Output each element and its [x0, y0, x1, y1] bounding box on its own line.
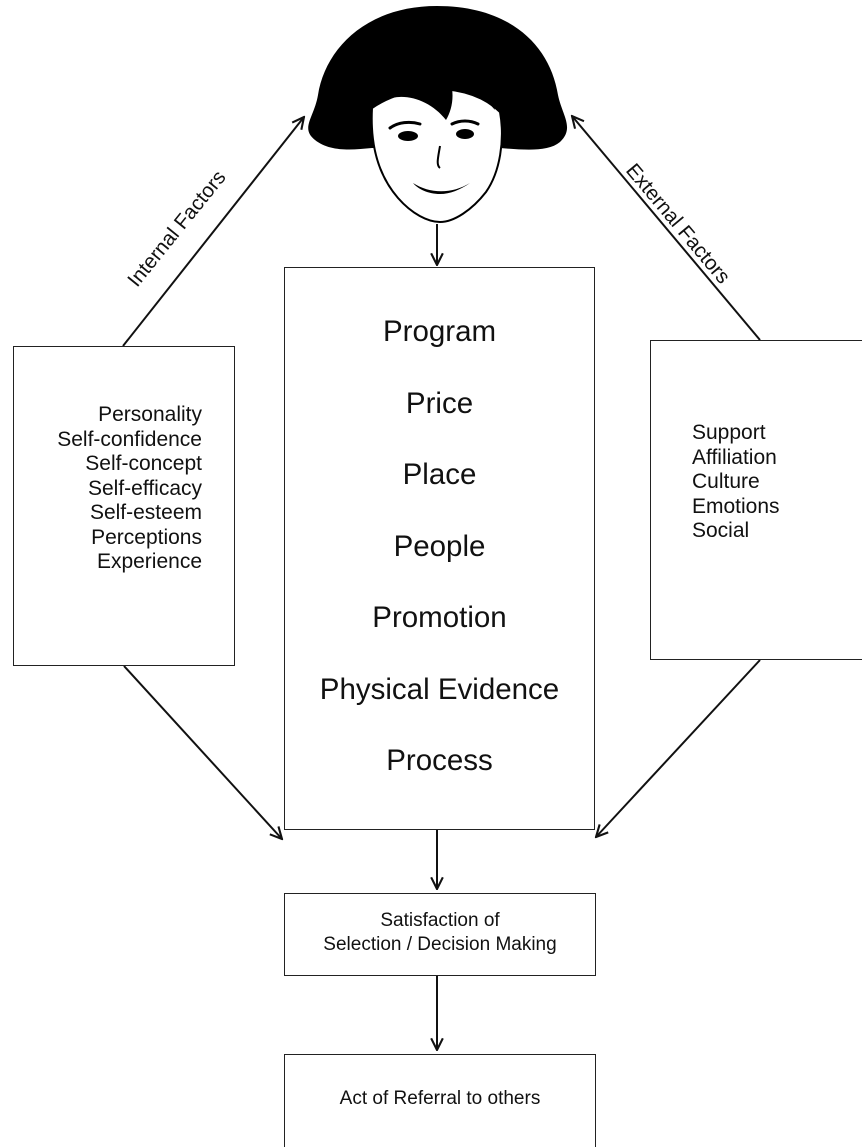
list-item: Price: [405, 386, 474, 420]
list-item: Process: [386, 744, 493, 777]
list-item: Culture: [692, 470, 760, 493]
list-item: Emotions: [692, 494, 780, 518]
list-item: Affiliation: [692, 445, 777, 469]
list-item: Self-confidence: [57, 427, 202, 451]
list-item: Perceptions: [91, 525, 202, 549]
list-item: People: [393, 529, 486, 563]
list-item: Support: [692, 421, 766, 444]
woman-face-icon: [308, 6, 568, 224]
list-item: Promotion: [372, 601, 507, 634]
arrow-external-to-face: [572, 116, 761, 341]
list-item: Program: [382, 315, 497, 348]
list-item: Experience: [96, 550, 202, 573]
list-item: Personality: [98, 403, 202, 426]
list-item: Social: [692, 519, 750, 542]
external-factors-list: Support Affiliation Culture Emotions Soc…: [692, 421, 780, 544]
list-item: Physical Evidence: [319, 672, 560, 706]
list-item: Self-concept: [85, 452, 202, 475]
internal-factors-box: Personality Self-confidence Self-concept…: [13, 346, 235, 666]
satisfaction-line-2: Selection / Decision Making: [323, 934, 557, 955]
arrow-external-to-satisfaction: [596, 659, 761, 837]
referral-text: Act of Referral to others: [339, 1088, 541, 1109]
external-factors-box: Support Affiliation Culture Emotions Soc…: [650, 340, 862, 660]
list-item: Self-efficacy: [88, 476, 202, 500]
satisfaction-line-1: Satisfaction of: [380, 910, 500, 931]
internal-factors-list: Personality Self-confidence Self-concept…: [57, 403, 202, 575]
list-item: Place: [402, 458, 477, 491]
arrow-internal-to-satisfaction: [123, 665, 282, 839]
referral-box: Act of Referral to others: [284, 1054, 596, 1147]
satisfaction-box: Satisfaction of Selection / Decision Mak…: [284, 893, 596, 976]
arrow-internal-to-face: [122, 117, 304, 347]
marketing-mix-box: Program Price Place People Promotion Phy…: [284, 267, 595, 830]
list-item: Self-esteem: [89, 501, 202, 524]
marketing-mix-list: Program Price Place People Promotion Phy…: [285, 316, 594, 817]
